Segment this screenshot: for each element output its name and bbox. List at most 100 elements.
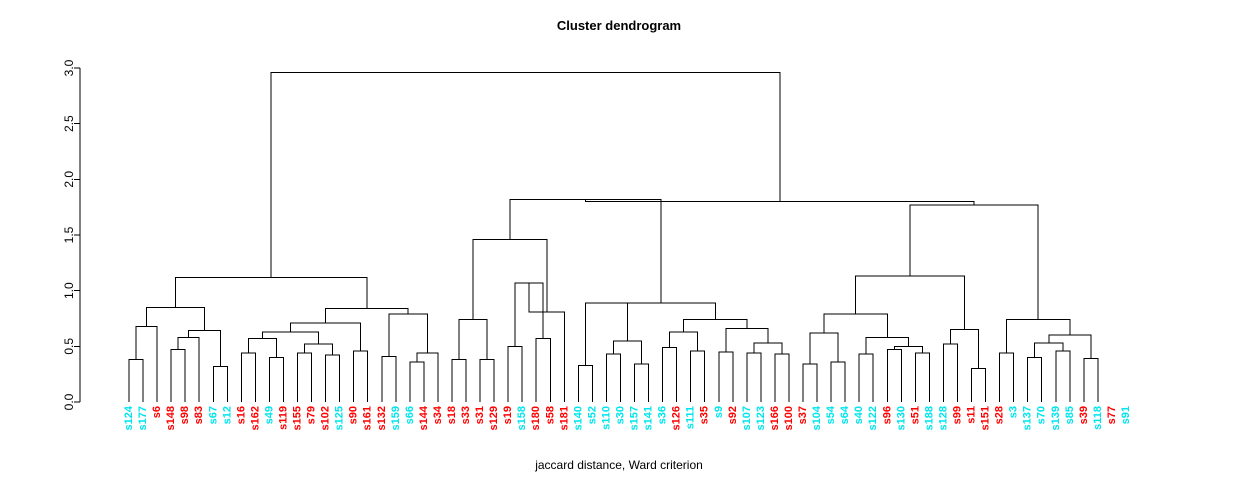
leaf-label: s96 [881,406,893,424]
leaf-label: s39 [1078,406,1090,424]
dendrogram-branch [146,306,205,331]
y-axis-tick-label: 1.5 [62,226,76,243]
leaf-label: s77 [1106,406,1118,424]
leaf-label: s180 [530,406,542,430]
leaf-label: s159 [390,406,402,430]
leaf-label: s107 [741,406,753,430]
dendrogram-branch [472,238,548,320]
leaf-label: s151 [980,406,992,430]
leaf-label: s31 [474,406,486,424]
leaf-label: s34 [432,405,444,424]
leaf-label: s40 [853,406,865,424]
leaf-label: s85 [1064,406,1076,424]
dendrogram-branch [535,338,551,402]
leaf-label: s123 [755,406,767,430]
leaf-label: s11 [966,406,978,424]
leaf-label: s166 [769,406,781,430]
leaf-label: s128 [937,406,949,430]
dendrogram-branch [949,329,980,369]
y-axis-tick-label: 0.0 [62,393,76,410]
y-axis: 0.00.51.01.52.02.53.0 [62,59,81,410]
leaf-label: s36 [657,406,669,424]
dendrogram-branch [753,342,783,355]
leaf-label: s177 [137,406,149,430]
dendrogram-branch [297,352,313,402]
dendrogram-branch [247,338,277,358]
dendrogram-branch [855,275,966,330]
dendrogram-branch [1034,342,1064,358]
leaf-label: s158 [516,406,528,430]
dendrogram-branch [514,282,544,347]
leaf-label: s110 [600,406,612,430]
leaf-label: s102 [320,406,332,430]
dendrogram-branch [212,365,228,402]
leaf-label: s3 [1008,406,1020,418]
page-title: Cluster dendrogram [556,18,682,33]
dendrogram-branch [690,350,706,402]
leaf-label: s155 [292,406,304,430]
dendrogram-branch [416,352,439,402]
y-axis-tick-label: 2.5 [62,115,76,132]
dendrogram-branch [718,351,734,402]
leaf-label: s126 [671,406,683,430]
dendrogram-branch [662,346,678,402]
dendrogram-branch [479,359,495,402]
dendrogram-branch [584,302,628,366]
dendrogram-branch [809,332,839,365]
leaf-label: s37 [797,406,809,424]
dendrogram-branch [1006,319,1071,354]
leaf-label: s64 [839,405,851,424]
leaf-label: s119 [277,406,289,430]
dendrogram-branch [886,349,902,402]
dendrogram-branch [170,349,186,402]
leaf-label: s66 [404,406,416,424]
leaf-label: s9 [713,406,725,418]
dendrogram-branch [577,364,593,402]
dendrogram-branch [388,313,428,357]
dendrogram-branch [865,336,909,355]
dendrogram-branch [634,363,650,402]
leaf-label: s30 [614,406,626,424]
dendrogram-branch [325,354,341,402]
dendrogram-branch [802,363,818,402]
dendrogram-branch [458,319,488,360]
leaf-label: s162 [249,406,261,430]
dendrogram-branch [746,352,762,402]
dendrogram-branch [270,71,781,278]
dendrogram-branch [1055,350,1071,402]
leaf-label: s19 [502,406,514,424]
leaf-label: s6 [151,406,163,418]
dendrogram-branch [381,355,397,402]
leaf-label: s144 [418,405,430,430]
leaf-label: s137 [1022,406,1034,430]
y-axis-tick-label: 3.0 [62,59,76,76]
dendrogram-branch [507,345,523,402]
dendrogram-branch [240,352,256,402]
dendrogram-branch [128,359,144,402]
dendrogram-branch [830,361,846,402]
dendrogram-branch [188,330,221,367]
leaf-label: s99 [951,406,963,424]
leaf-label: s52 [586,406,598,424]
leaf-label: s188 [923,406,935,430]
leaf-label: s49 [263,406,275,424]
y-axis-tick-label: 1.0 [62,282,76,299]
dendrogram-branch [135,325,158,402]
leaf-label: s140 [572,406,584,430]
dendrogram-branch [971,368,987,402]
x-axis-label: jaccard distance, Ward criterion [535,458,703,472]
dendrogram-branch [858,353,874,402]
dendrogram-branch [774,353,790,402]
leaf-label: s130 [895,406,907,430]
dendrogram-branch [177,336,200,402]
leaf-label: s79 [306,406,318,424]
leaf-label: s132 [376,406,388,430]
dendrogram-branch [509,198,662,303]
dendrogram-branch [1083,358,1099,402]
dendrogram-branch [606,302,716,320]
dendrogram-branch [999,352,1015,402]
leaf-label: s54 [825,405,837,424]
dendrogram-branch [261,331,320,345]
dendrogram-branch [325,307,409,323]
